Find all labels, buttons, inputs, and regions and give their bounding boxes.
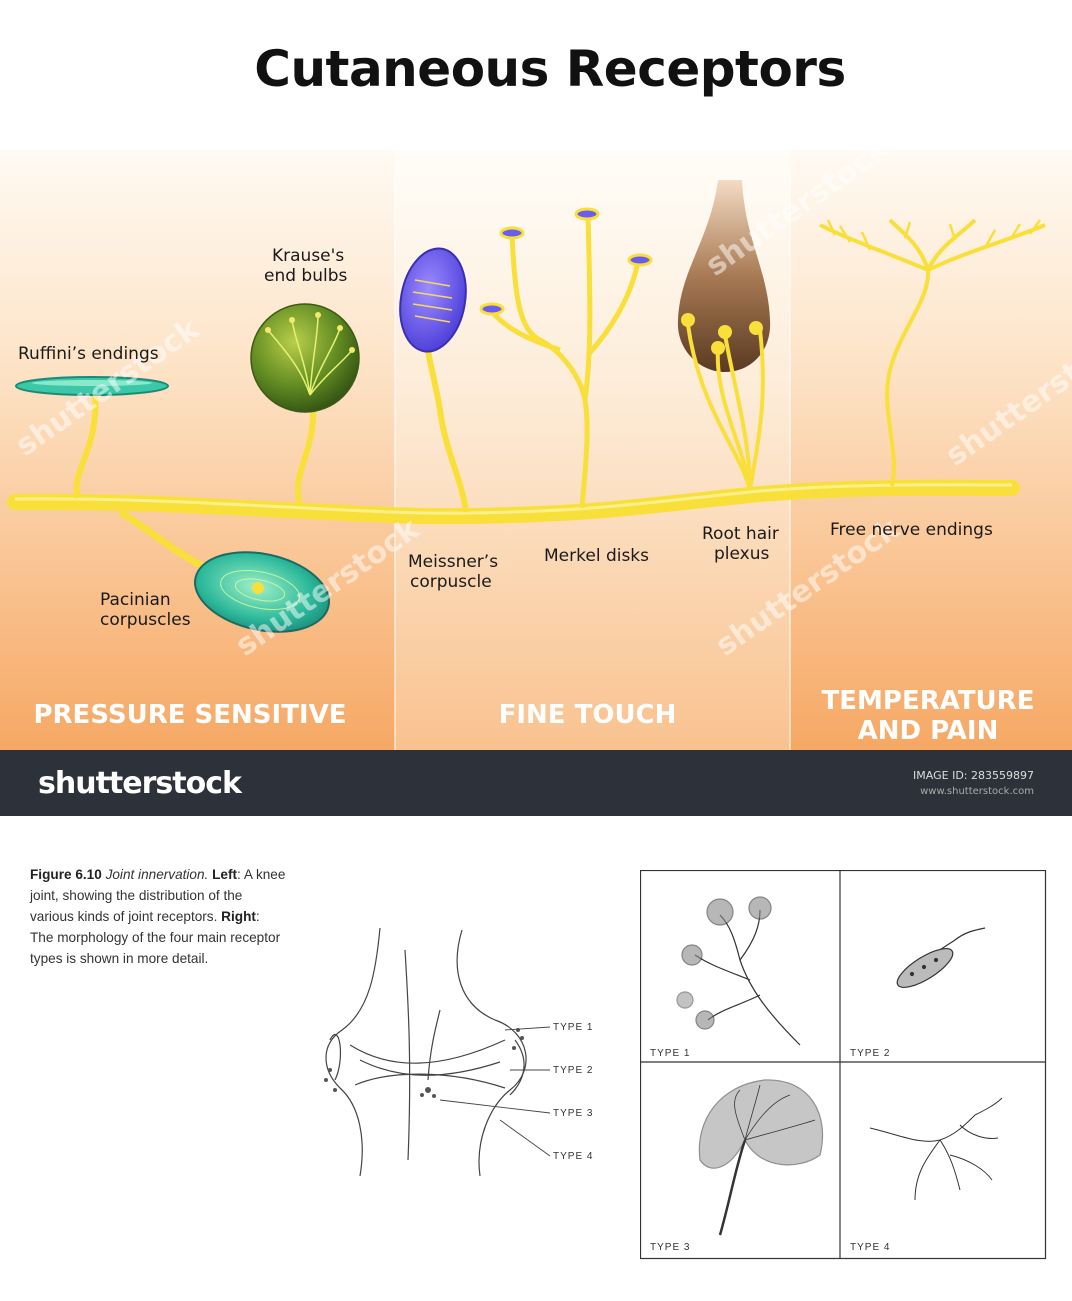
meissner-corpuscle-icon (399, 247, 469, 513)
page-title: Cutaneous Receptors (254, 40, 846, 98)
grid-label-type1: TYPE 1 (650, 1048, 690, 1059)
receptor-type-grid: TYPE 1 TYPE 2 TYPE 3 TYPE 4 (640, 870, 1047, 1260)
knee-label-type3: TYPE 3 (553, 1108, 593, 1119)
knee-label-type4: TYPE 4 (553, 1151, 593, 1162)
type2-receptor-icon (896, 927, 986, 988)
label-pacinian-line1: Pacinian (100, 590, 171, 610)
caption-left-word: Left (212, 867, 238, 882)
figure-label: Figure 6.10 (30, 867, 102, 882)
type4-receptor-icon (869, 1097, 1003, 1201)
category-pressure: PRESSURE SENSITIVE (33, 700, 347, 730)
label-pacinian-line2: corpuscles (100, 610, 191, 630)
caption-right-word: Right (221, 909, 256, 924)
type3-receptor-icon (698, 1079, 824, 1236)
label-meissner-line2: corpuscle (410, 572, 492, 592)
label-meissner-line1: Meissner’s (408, 552, 499, 572)
grid-label-type3: TYPE 3 (650, 1242, 690, 1253)
figure-title: Joint innervation. (105, 867, 209, 882)
grid-label-type2: TYPE 2 (850, 1048, 890, 1059)
root-hair-plexus-icon (677, 180, 771, 491)
pacinian-corpuscle-icon (118, 508, 330, 633)
label-root-hair-line2: plexus (714, 544, 770, 564)
receptor-diagram (0, 150, 1072, 750)
label-root-hair-line1: Root hair (702, 524, 779, 544)
label-krause-line1: Krause's (272, 246, 345, 266)
krause-end-bulb-icon (250, 303, 360, 505)
ruffini-ending-icon (15, 376, 169, 499)
knee-joint-diagram: TYPE 1 TYPE 2 TYPE 3 TYPE 4 (324, 927, 593, 1177)
free-nerve-endings-icon (819, 218, 1046, 487)
grid-label-type4: TYPE 4 (850, 1242, 890, 1253)
shutterstock-logo: shutterstock (38, 766, 242, 801)
nerve-trunk (7, 479, 1020, 525)
type1-receptor-icon (676, 896, 801, 1046)
knee-label-type1: TYPE 1 (553, 1022, 593, 1033)
label-free-nerve: Free nerve endings (830, 520, 993, 540)
caption-text-b: : The morphology of the four main recept… (30, 909, 281, 966)
knee-label-type2: TYPE 2 (553, 1065, 593, 1076)
site-url: www.shutterstock.com (920, 786, 1034, 797)
category-fine-touch: FINE TOUCH (498, 700, 677, 730)
image-id: IMAGE ID: 283559897 (913, 769, 1034, 782)
image-id-block: IMAGE ID: 283559897 www.shutterstock.com (913, 768, 1034, 800)
caption-text-a: : A knee joint, showing the distribution… (30, 867, 286, 924)
merkel-disks-icon (479, 207, 653, 509)
label-merkel: Merkel disks (544, 546, 650, 566)
figure-caption: Figure 6.10 Joint innervation. Left: A k… (30, 864, 286, 969)
footer-bar: shutterstock IMAGE ID: 283559897 www.shu… (0, 750, 1072, 816)
receptor-illustration: shutterstock shutterstock shutterstock s… (0, 132, 1072, 750)
label-krause-line2: end bulbs (264, 266, 348, 286)
label-ruffini: Ruffini’s endings (18, 344, 159, 364)
category-temperature-line1: TEMPERATURE (821, 686, 1035, 716)
category-temperature-line2: AND PAIN (857, 716, 999, 746)
